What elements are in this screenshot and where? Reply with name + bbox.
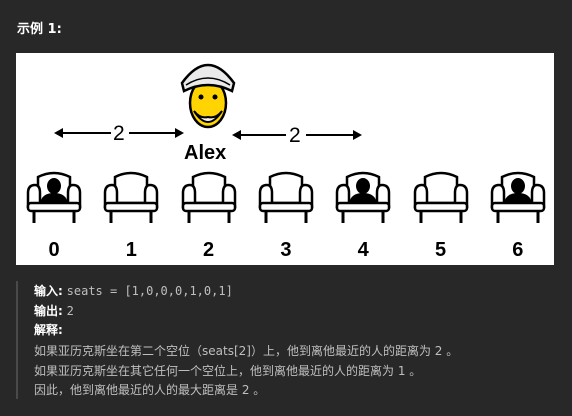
output-value: 2: [66, 304, 74, 318]
explanation-line-3: 因此，他到离他最近的人的最大距离是 2 。: [34, 383, 266, 397]
explain-label-line: 解释:: [34, 322, 63, 338]
seat-number: 3: [280, 239, 292, 261]
input-line: 输入: seats = [1,0,0,0,1,0,1]: [34, 283, 233, 299]
occupied-chair-icon: [333, 171, 393, 227]
explanation-block: 输入: seats = [1,0,0,0,1,0,1] 输出: 2 解释: 如果…: [16, 281, 558, 399]
right-distance-label: 2: [289, 124, 301, 147]
occupied-chair-icon: [488, 171, 548, 227]
occupied-chair-icon: [24, 171, 84, 227]
person-name: Alex: [184, 142, 227, 164]
explanation-line-1: 如果亚历克斯坐在第二个空位（seats[2]）上，他到离他最近的人的距离为 2 …: [34, 344, 459, 358]
seat-number: 5: [434, 239, 447, 261]
empty-chair-icon: [256, 171, 316, 227]
output-line: 输出: 2: [34, 303, 74, 319]
left-distance-arrow: [54, 128, 184, 138]
explain-label: 解释:: [34, 323, 63, 337]
empty-chair-icon: [179, 171, 239, 227]
seat-number: 6: [512, 239, 524, 261]
empty-chair-icon: [101, 171, 161, 227]
input-value: seats = [1,0,0,0,1,0,1]: [66, 284, 233, 298]
left-distance-label: 2: [113, 122, 125, 145]
example-heading: 示例 1:: [17, 22, 62, 37]
empty-chair-icon: [411, 171, 471, 227]
example-figure: 2 2 Alex 0 1: [16, 53, 554, 265]
seat-number: 4: [357, 239, 369, 261]
explanation-line-2: 如果亚历克斯坐在其它任何一个空位上，他到离他最近的人的距离为 1 。: [34, 364, 422, 378]
seat-number: 0: [48, 239, 60, 261]
figure-graphics: [54, 63, 362, 140]
seat-number: 1: [125, 239, 137, 261]
person-avatar-icon: [180, 63, 236, 129]
seat-number: 2: [203, 239, 215, 261]
right-distance-arrow: [232, 130, 362, 140]
input-label: 输入:: [34, 284, 63, 298]
output-label: 输出:: [34, 304, 63, 318]
